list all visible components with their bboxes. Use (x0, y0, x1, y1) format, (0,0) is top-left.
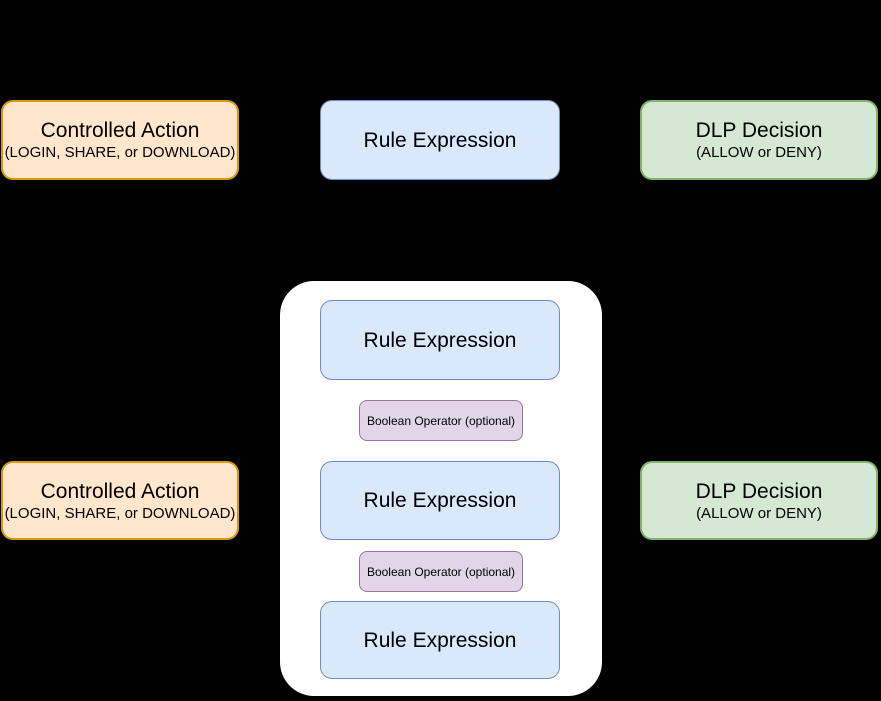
dlp-decision-title: DLP Decision (695, 479, 823, 503)
rule-expression-title: Rule Expression (363, 328, 517, 352)
top-controlled-action-node: Controlled Action (LOGIN, SHARE, or DOWN… (1, 100, 239, 180)
controlled-action-title: Controlled Action (40, 119, 200, 142)
controlled-action-subtitle: (LOGIN, SHARE, or DOWNLOAD) (4, 144, 236, 161)
rule-expression-node-3: Rule Expression (320, 601, 560, 679)
rule-expression-node-2: Rule Expression (320, 461, 560, 540)
boolean-operator-label: Boolean Operator (optional) (366, 413, 516, 428)
rule-expression-title: Rule Expression (363, 128, 517, 152)
boolean-operator-pill-2: Boolean Operator (optional) (359, 551, 523, 592)
top-dlp-decision-node: DLP Decision (ALLOW or DENY) (640, 100, 878, 180)
rule-expression-title: Rule Expression (363, 628, 517, 652)
dlp-decision-subtitle: (ALLOW or DENY) (696, 144, 822, 161)
controlled-action-subtitle: (LOGIN, SHARE, or DOWNLOAD) (4, 504, 236, 522)
dlp-decision-subtitle: (ALLOW or DENY) (696, 504, 822, 522)
boolean-operator-pill-1: Boolean Operator (optional) (359, 400, 523, 441)
dlp-decision-title: DLP Decision (695, 119, 823, 142)
boolean-operator-label: Boolean Operator (optional) (366, 564, 516, 579)
rule-expression-title: Rule Expression (363, 489, 517, 512)
rule-expression-node-1: Rule Expression (320, 300, 560, 380)
controlled-action-title: Controlled Action (40, 479, 200, 503)
bottom-controlled-action-node: Controlled Action (LOGIN, SHARE, or DOWN… (1, 461, 239, 540)
top-rule-expression-node: Rule Expression (320, 100, 560, 180)
bottom-dlp-decision-node: DLP Decision (ALLOW or DENY) (640, 461, 878, 540)
rule-group-container: Rule Expression Boolean Operator (option… (280, 281, 602, 696)
